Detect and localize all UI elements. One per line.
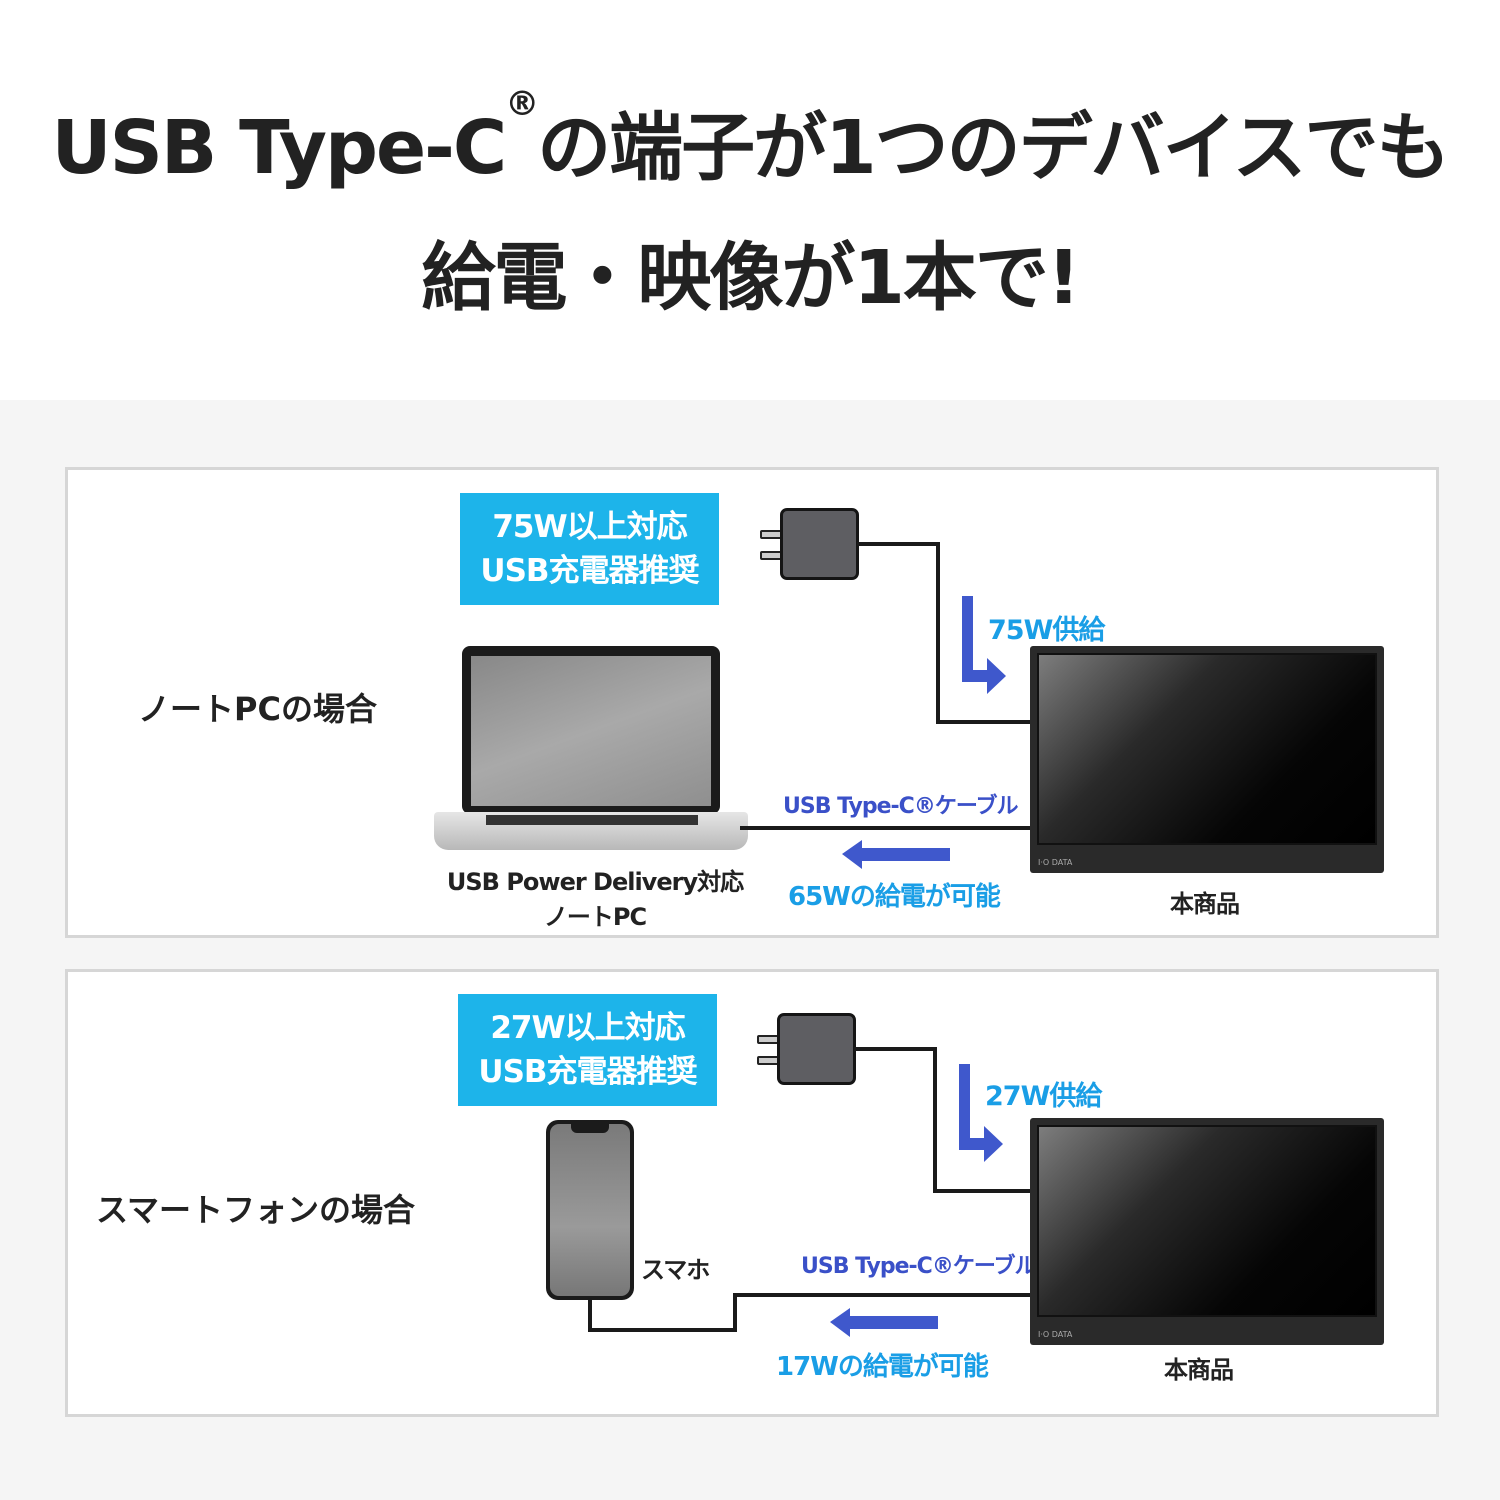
supply-label: 75W供給 <box>988 615 1105 646</box>
monitor-label: 本商品 <box>1164 1356 1234 1384</box>
power-label: 17Wの給電が可能 <box>776 1352 989 1382</box>
headline-usb: USB Type-C <box>51 105 508 191</box>
charger-cable <box>933 1189 1031 1193</box>
charger-recommend-text: USB充電器推奨 <box>480 553 699 589</box>
plug-prong <box>760 530 782 539</box>
headline-line2: 給電・映像が1本で! <box>421 235 1080 321</box>
laptop-base <box>434 812 748 850</box>
charger-cable <box>936 542 940 724</box>
supply-arrow-icon <box>959 1064 1003 1162</box>
charger-cable <box>854 1047 937 1051</box>
charger-icon <box>780 508 859 580</box>
power-label: 65Wの給電が可能 <box>788 882 1001 912</box>
charger-recommend-text: USB充電器推奨 <box>478 1054 697 1090</box>
power-arrow-icon <box>842 840 950 869</box>
device-label: USB Power Delivery対応 ノートPC <box>440 862 750 932</box>
plug-prong <box>760 551 782 560</box>
charger-cable <box>936 720 1031 724</box>
charger-recommendation-box: 27W以上対応 USB充電器推奨 <box>458 994 717 1106</box>
laptop-case-label: ノートPCの場合 <box>138 690 377 728</box>
charger-watt-text: 27W以上対応 <box>490 1010 685 1046</box>
charger-recommendation-box: 75W以上対応 USB充電器推奨 <box>460 493 719 605</box>
usb-c-cable <box>588 1298 592 1332</box>
charger-watt-text: 75W以上対応 <box>492 509 687 545</box>
device-label-line1: USB Power Delivery対応 <box>446 868 744 896</box>
monitor-logo: I·O DATA <box>1038 1330 1073 1339</box>
monitor-logo: I·O DATA <box>1038 858 1073 867</box>
device-label-line2: ノートPC <box>543 903 647 931</box>
headline-line1: USB Type-C®の端子が1つのデバイスでも <box>0 84 1500 195</box>
cable-label: USB Type-C®ケーブル <box>783 794 1018 819</box>
charger-icon <box>777 1013 856 1085</box>
charger-cable <box>933 1047 937 1193</box>
charger-cable <box>857 542 940 546</box>
plug-prong <box>757 1056 779 1065</box>
smartphone-case-label: スマートフォンの場合 <box>96 1191 416 1229</box>
plug-prong <box>757 1035 779 1044</box>
cable-label: USB Type-C®ケーブル <box>801 1254 1036 1279</box>
laptop-icon <box>462 646 720 814</box>
monitor-icon: I·O DATA <box>1030 1118 1384 1345</box>
usb-c-cable <box>733 1293 1031 1297</box>
headline-text: の端子が1つのデバイスでも <box>537 105 1450 191</box>
smartphone-icon <box>546 1120 634 1300</box>
power-arrow-icon <box>830 1308 938 1337</box>
registered-mark: ® <box>505 84 539 124</box>
supply-label: 27W供給 <box>985 1081 1102 1112</box>
monitor-icon: I·O DATA <box>1030 646 1384 873</box>
usb-c-cable <box>733 1293 737 1332</box>
monitor-label: 本商品 <box>1170 890 1240 918</box>
supply-arrow-icon <box>962 596 1006 694</box>
usb-c-cable <box>588 1328 737 1332</box>
device-label: スマホ <box>641 1256 710 1284</box>
usb-c-cable <box>740 826 1032 830</box>
